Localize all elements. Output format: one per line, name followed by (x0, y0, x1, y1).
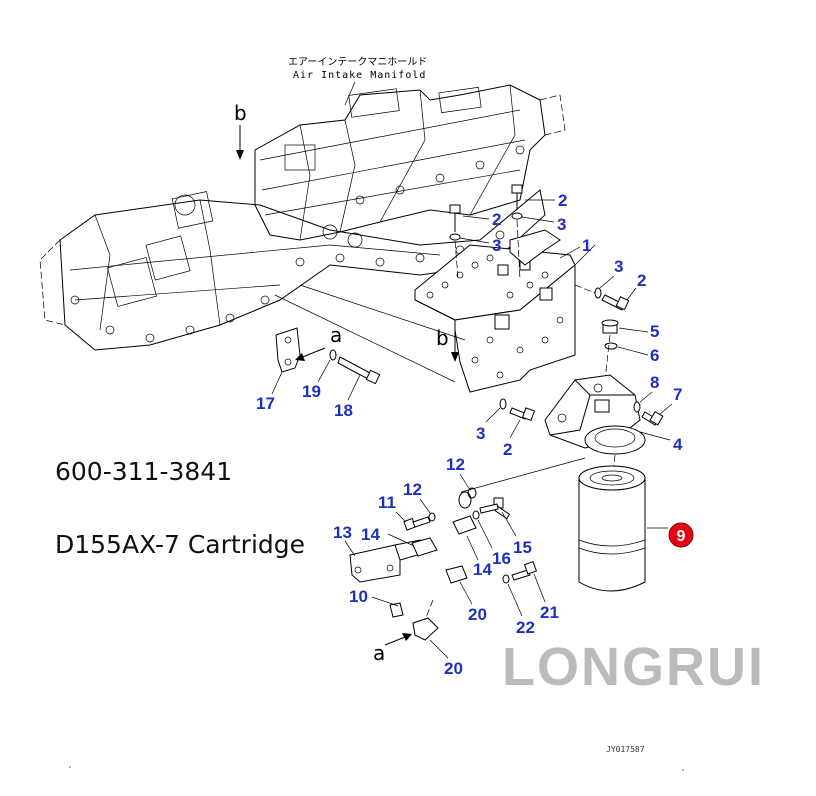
callout: 3 (492, 236, 501, 255)
callout: 10 (349, 587, 368, 606)
callout: 7 (673, 385, 682, 404)
callout: 11 (378, 493, 396, 512)
brand-text: LONGRUI (502, 637, 765, 697)
bolt-right-side (594, 287, 630, 311)
arrow-label-a-lower: a (373, 641, 385, 665)
bolt-lower (509, 407, 536, 422)
title-japanese: エアーインテークマニホールド (288, 56, 427, 68)
callout: 5 (650, 322, 659, 341)
pipe-assembly (349, 487, 538, 641)
highlighted-callout: 9 (677, 528, 686, 545)
callout-labels: 2 2 3 3 1 3 2 5 6 8 7 4 3 2 17 19 18 12 (256, 191, 683, 678)
callout: 22 (516, 618, 535, 637)
callout: 19 (302, 382, 321, 401)
washer-lower (499, 398, 507, 410)
callout: 2 (637, 271, 646, 290)
highlight-badge (668, 522, 694, 548)
bolt-upper-right (511, 184, 523, 220)
callout: 12 (446, 455, 465, 474)
title-leader (344, 81, 356, 106)
filter-cartridge-part-9 (578, 465, 646, 592)
plug-part-5 (601, 319, 619, 334)
model-name: D155AX-7 Cartridge (55, 530, 306, 559)
title-english: Air Intake Manifold (293, 70, 426, 81)
part-number: 600-311-3841 (55, 457, 233, 486)
callout: 15 (513, 538, 532, 557)
arrow-label-b-top: b (234, 101, 247, 125)
callout: 17 (256, 394, 275, 413)
callout: 2 (492, 210, 501, 229)
arrow-label-b-bottom: b (436, 326, 449, 350)
bracket-part-1 (414, 229, 576, 393)
callout: 8 (650, 373, 659, 392)
callout: 20 (468, 605, 487, 624)
air-intake-manifold (39, 84, 566, 351)
callout: 20 (444, 659, 463, 678)
callout: 1 (582, 236, 591, 255)
callout: 16 (492, 549, 511, 568)
callout: 6 (650, 346, 659, 365)
leader-filter-axis (460, 457, 586, 493)
callout: 3 (557, 215, 566, 234)
filter-head-part-4 (544, 374, 646, 455)
callout: 4 (673, 435, 683, 454)
bolt-upper-left (449, 204, 461, 241)
bolt-part-7 (641, 410, 664, 426)
arrow-a-upper (299, 347, 326, 359)
callout: 2 (558, 191, 567, 210)
callout: 18 (334, 401, 353, 420)
brand-watermark: LONGRUI (502, 636, 765, 698)
callout: 14 (473, 560, 492, 579)
callout: 13 (333, 523, 352, 542)
callout: 12 (403, 480, 422, 499)
callout: 14 (361, 525, 380, 544)
drawing-code: JY017587 (606, 745, 645, 754)
callout: 3 (614, 257, 623, 276)
bracket-part-17 (275, 327, 381, 385)
arrow-label-a-upper: a (330, 323, 342, 347)
callout: 2 (503, 440, 512, 459)
washer-part-8 (633, 401, 641, 413)
o-ring-part-6 (604, 342, 618, 350)
callout: 3 (476, 424, 485, 443)
callout: 21 (540, 603, 559, 622)
